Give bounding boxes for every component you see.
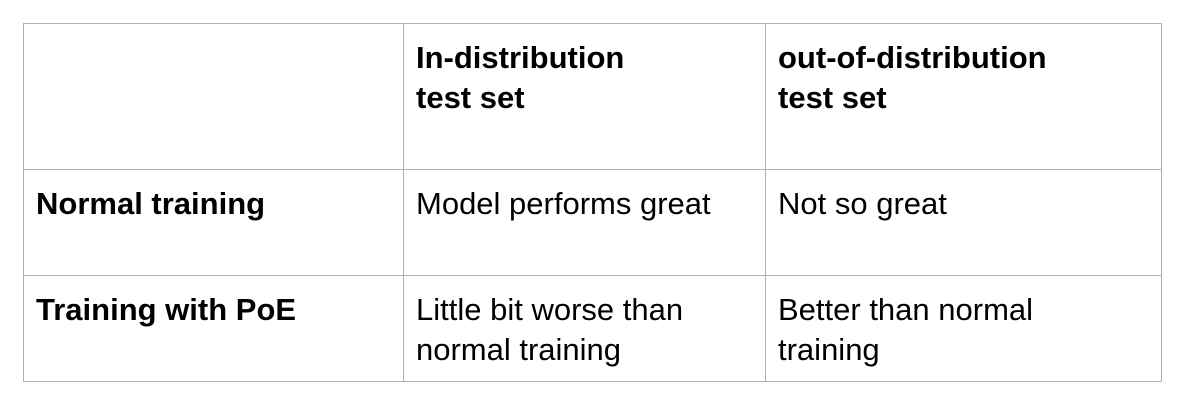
header-in-distribution: In-distribution test set — [403, 23, 766, 170]
table-header-row: In-distribution test set out-of-distribu… — [23, 23, 1162, 170]
cell-normal-out-of-distribution: Not so great — [765, 169, 1162, 276]
header-out-of-distribution-line-2: test set — [778, 80, 887, 115]
cell-text: Not so great — [778, 186, 947, 221]
cell-text-line-2: training — [778, 332, 880, 367]
cell-text-line-2: normal training — [416, 332, 622, 367]
header-out-of-distribution-line-1: out-of-distribution — [778, 40, 1047, 75]
header-in-distribution-line-1: In-distribution — [416, 40, 625, 75]
row-label-training-with-poe: Training with PoE — [23, 275, 404, 382]
row-label-text: Normal training — [36, 186, 266, 221]
table-row: Training with PoE Little bit worse than … — [23, 275, 1162, 382]
cell-normal-in-distribution: Model performs great — [403, 169, 766, 276]
row-label-normal-training: Normal training — [23, 169, 404, 276]
cell-text-line-1: Little bit worse than — [416, 292, 684, 327]
table-row: Normal training Model performs great Not… — [23, 169, 1162, 276]
cell-text: Model performs great — [416, 186, 711, 221]
header-in-distribution-line-2: test set — [416, 80, 525, 115]
row-label-text: Training with PoE — [36, 292, 297, 327]
comparison-table: In-distribution test set out-of-distribu… — [23, 23, 1162, 382]
cell-text-line-1: Better than normal — [778, 292, 1034, 327]
header-corner-cell — [23, 23, 404, 170]
cell-poe-in-distribution: Little bit worse than normal training — [403, 275, 766, 382]
header-out-of-distribution: out-of-distribution test set — [765, 23, 1162, 170]
cell-poe-out-of-distribution: Better than normal training — [765, 275, 1162, 382]
